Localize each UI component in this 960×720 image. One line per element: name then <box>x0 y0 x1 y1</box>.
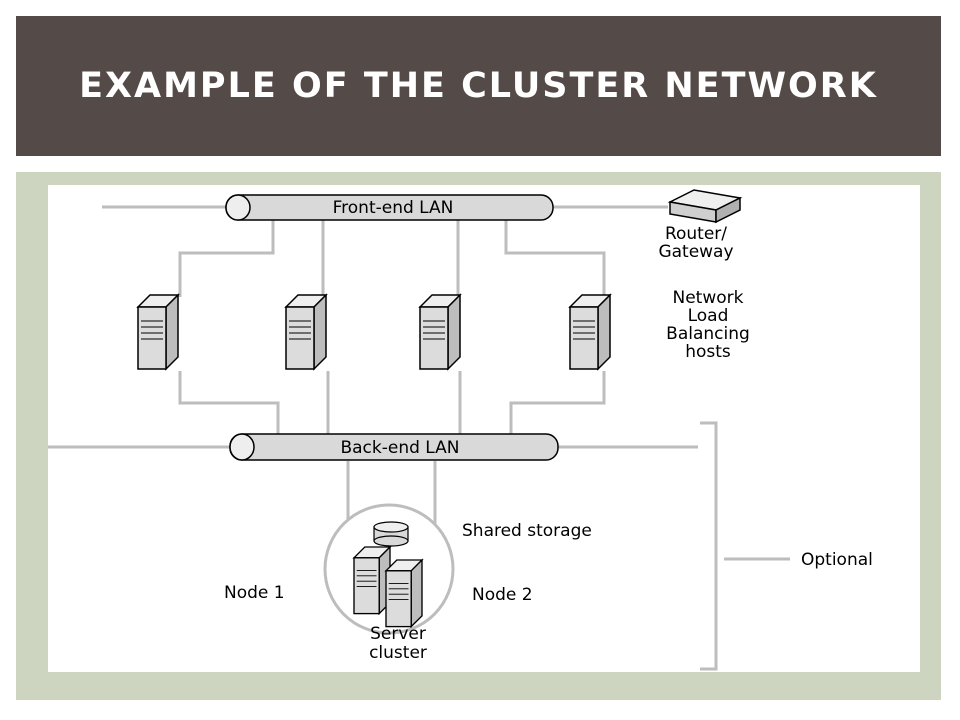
cluster-label-line2: cluster <box>369 643 427 663</box>
router-icon <box>667 189 743 224</box>
front-lan-wires <box>102 205 668 297</box>
router-label-line1: Router/ <box>665 224 727 244</box>
nlb-label-line1: Network <box>673 288 744 308</box>
nlb-label-line2: Load <box>688 306 729 326</box>
nlb-host-server-icon <box>285 294 327 370</box>
optional-bracket <box>700 421 718 671</box>
node1-label: Node 1 <box>224 583 285 603</box>
slide-title: EXAMPLE OF THE CLUSTER NETWORK <box>79 66 878 106</box>
shared-storage-icon <box>373 521 409 547</box>
cluster-network-diagram: Front-end LAN Back-end LAN Router/ Gatew… <box>48 189 873 671</box>
back-lan-wires <box>48 371 790 561</box>
cluster-label-line1: Server <box>370 624 426 644</box>
diagram-panel: Front-end LAN Back-end LAN Router/ Gatew… <box>48 185 920 672</box>
node2-label: Node 2 <box>472 585 533 605</box>
nlb-host-server-icon <box>419 294 461 370</box>
back-lan-label: Back-end LAN <box>340 438 459 458</box>
optional-label: Optional <box>801 550 873 570</box>
node2-server-icon <box>385 559 423 628</box>
shared-storage-label: Shared storage <box>462 521 592 541</box>
router-label-line2: Gateway <box>658 242 733 262</box>
back-end-lan: Back-end LAN <box>229 433 559 461</box>
nlb-label-line3: Balancing <box>666 324 750 344</box>
node1-server-icon <box>353 546 391 615</box>
front-end-lan: Front-end LAN <box>225 194 554 221</box>
server-cluster <box>323 503 455 635</box>
nlb-host-server-icon <box>569 294 611 370</box>
title-bar: EXAMPLE OF THE CLUSTER NETWORK <box>16 16 941 156</box>
nlb-host-server-icon <box>137 294 179 370</box>
nlb-label-line4: hosts <box>685 342 731 362</box>
front-lan-label: Front-end LAN <box>333 198 454 218</box>
